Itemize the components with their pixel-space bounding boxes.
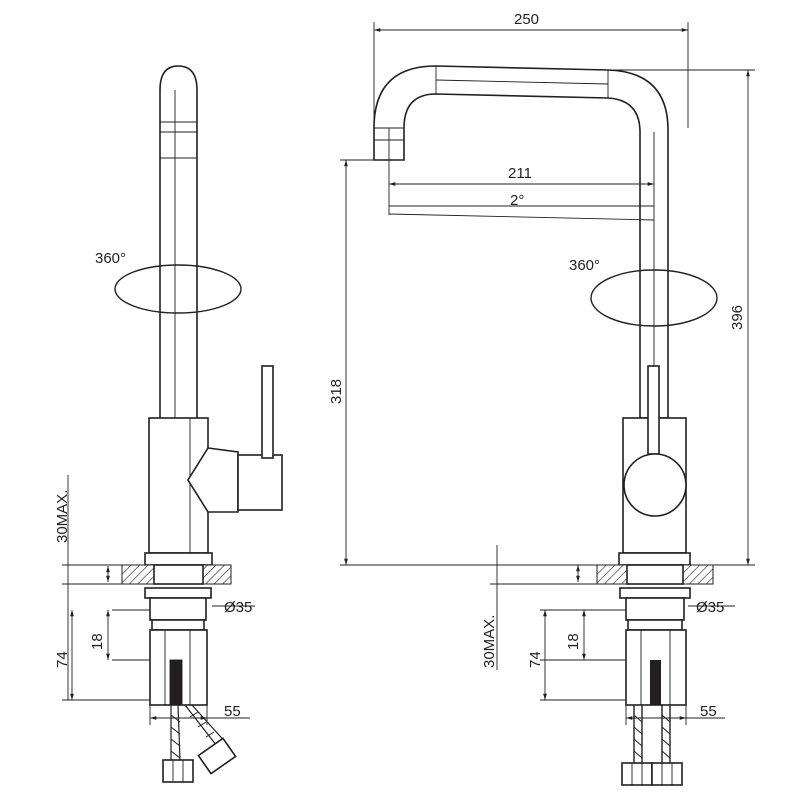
side-hose-left <box>170 704 181 761</box>
front-counter-left <box>596 564 628 585</box>
front-lever-handle <box>647 365 660 455</box>
side-lever-handle <box>261 365 274 459</box>
front-counter-right <box>682 564 714 585</box>
side-counter-left <box>121 564 155 585</box>
front-dim-74: 74 <box>527 651 544 668</box>
front-height-total: 396 <box>729 305 746 330</box>
front-nut-left <box>621 762 653 786</box>
side-nut-right <box>197 737 237 775</box>
side-nut-left <box>162 759 194 783</box>
front-counter-thickness: 30MAX. <box>481 615 498 668</box>
front-angle: 2° <box>510 192 524 209</box>
side-rotation-label: 360° <box>95 250 126 267</box>
front-dim-18: 18 <box>565 633 582 650</box>
side-view: 360° 30MAX. <box>54 65 283 783</box>
side-dim-74: 74 <box>54 651 71 668</box>
side-counter-right <box>202 564 232 585</box>
side-dim-18: 18 <box>89 633 106 650</box>
side-diameter: Ø35 <box>224 599 252 616</box>
front-lever-knob <box>623 453 687 517</box>
front-spout <box>373 65 669 419</box>
side-counter-thickness: 30MAX. <box>54 490 71 543</box>
front-dim-55: 55 <box>700 703 717 720</box>
side-lever-joint <box>187 447 239 513</box>
side-lever-block <box>237 454 283 511</box>
front-rotation-ellipse <box>590 269 718 327</box>
front-rotation-label: 360° <box>569 257 600 274</box>
front-view: 360° 250 <box>328 11 755 786</box>
front-spout-height: 318 <box>328 379 345 404</box>
front-diameter: Ø35 <box>696 599 724 616</box>
front-width-total: 250 <box>514 11 539 28</box>
side-spout <box>159 65 198 418</box>
front-nut-right <box>651 762 683 786</box>
side-dim-55: 55 <box>224 703 241 720</box>
front-reach: 211 <box>508 165 532 182</box>
side-rotation-ellipse <box>114 264 242 314</box>
